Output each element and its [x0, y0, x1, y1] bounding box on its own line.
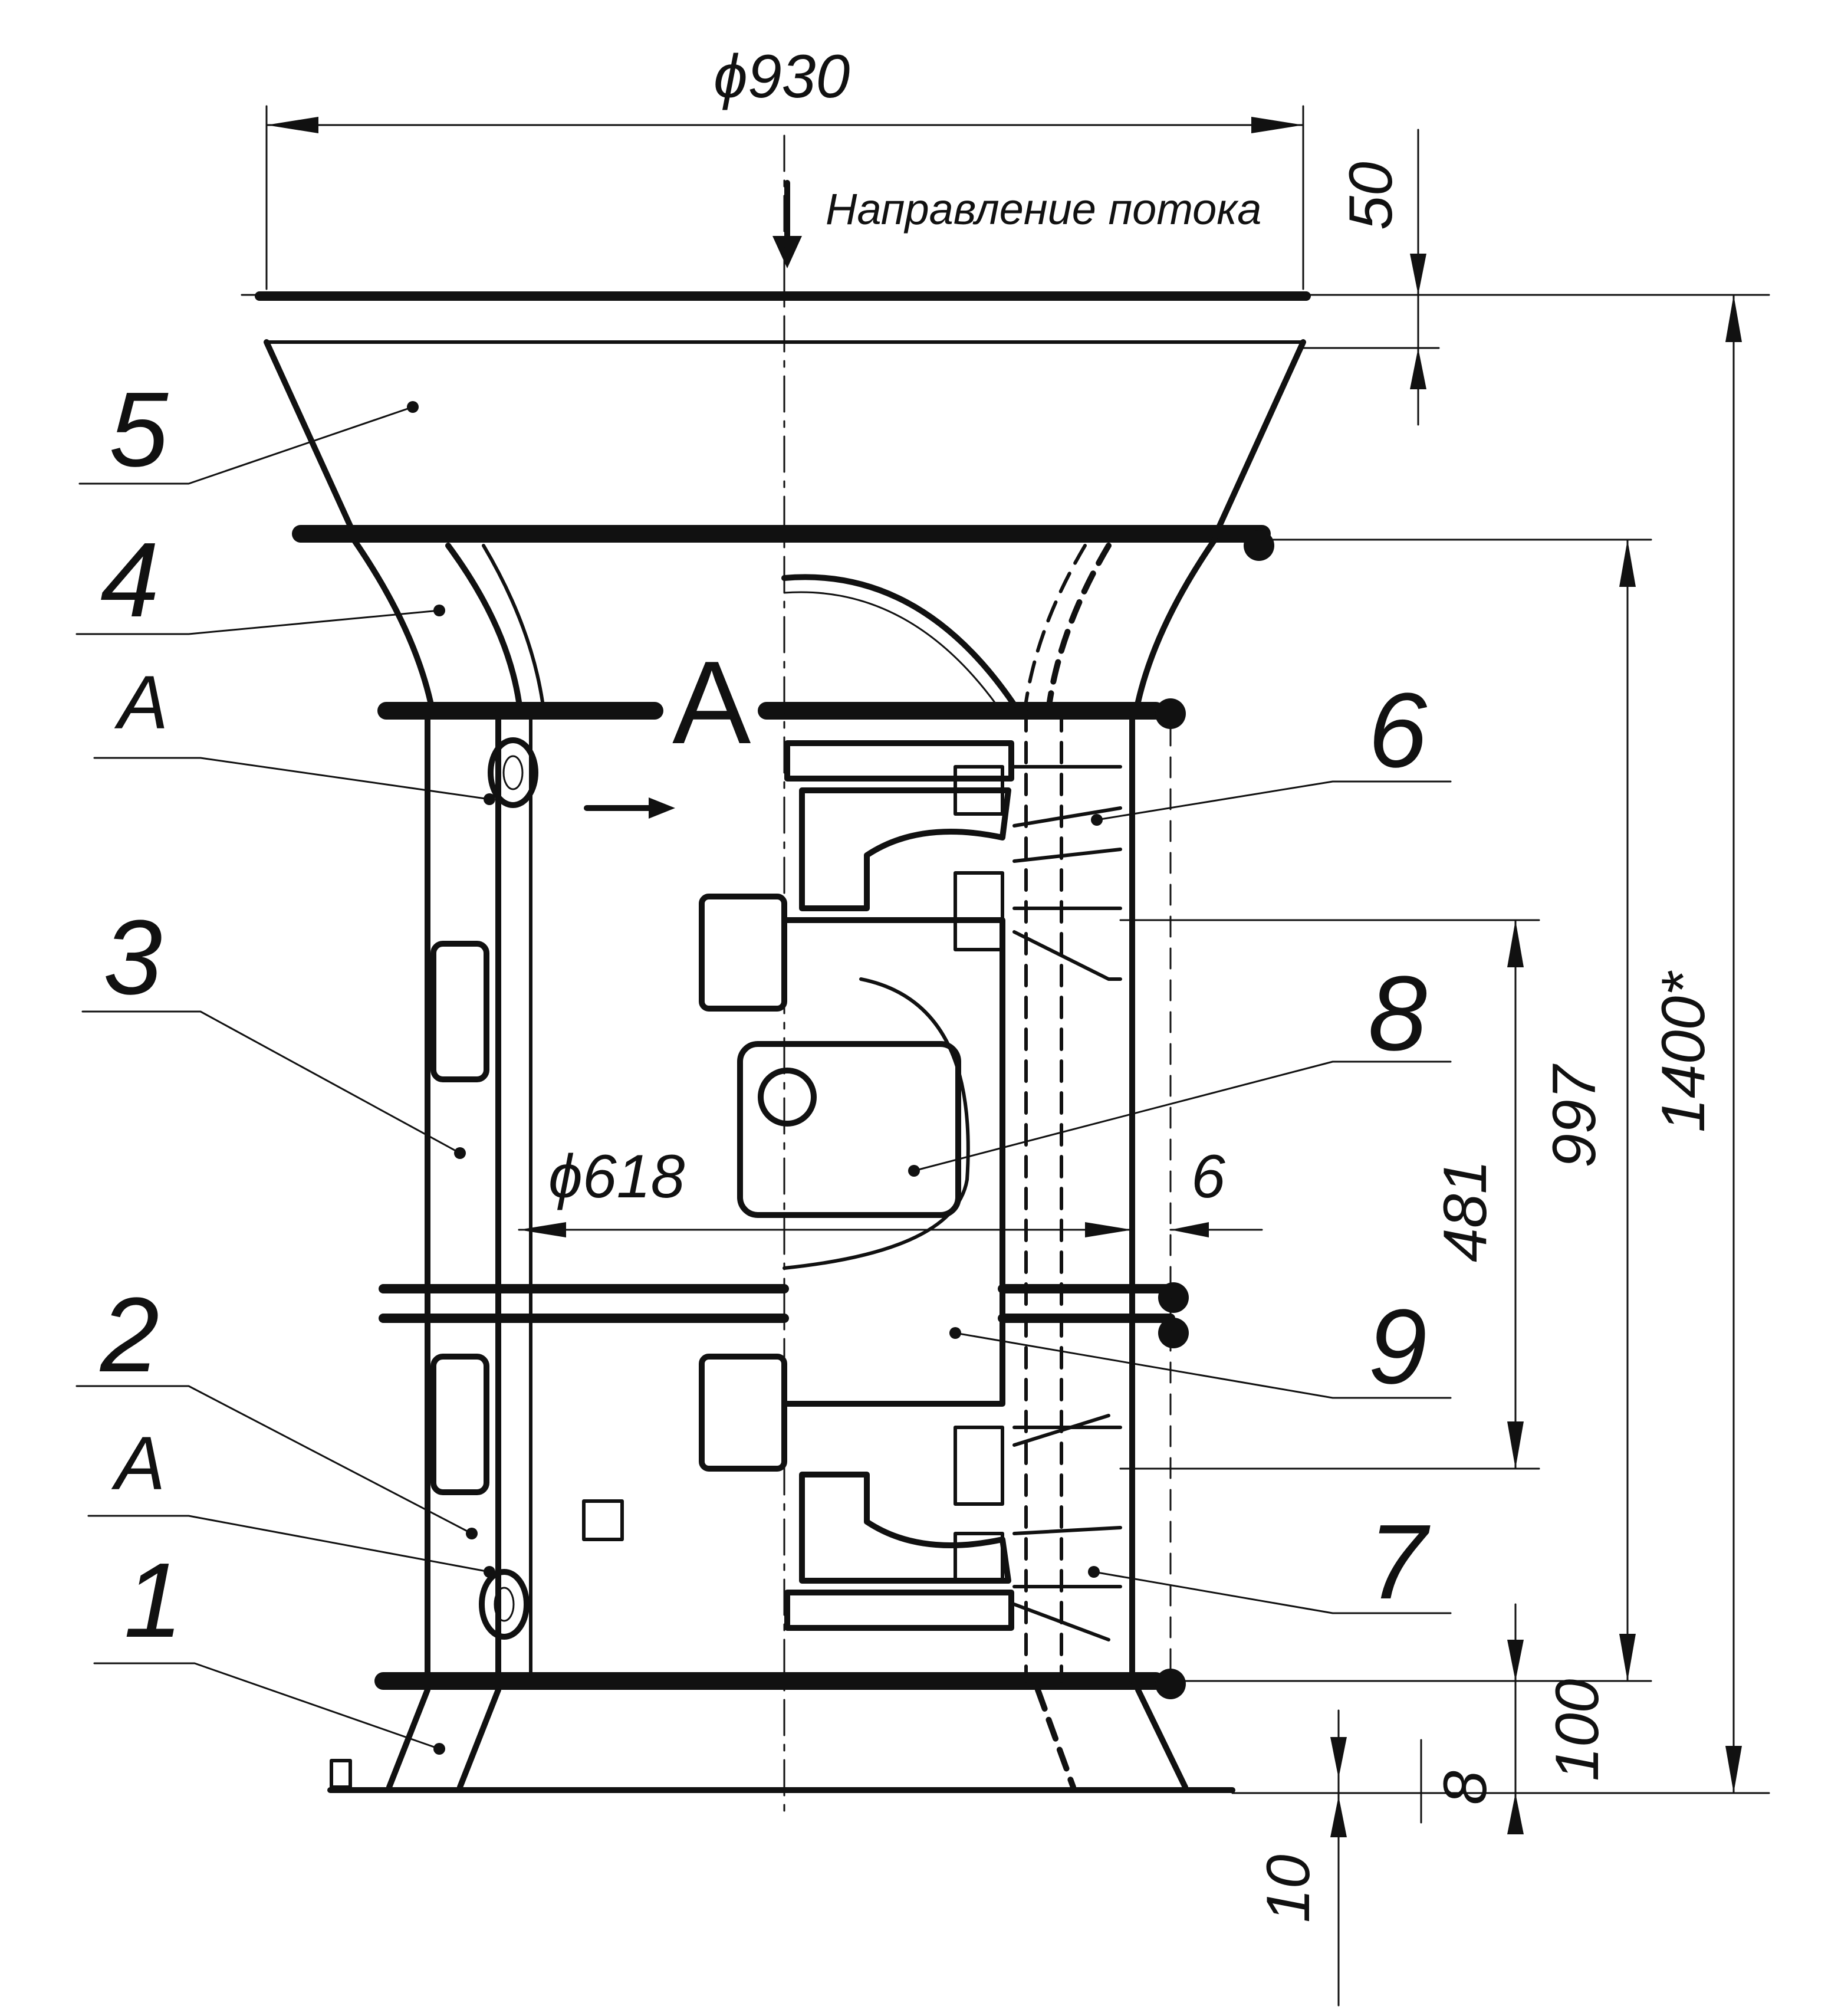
part-1-label: 1: [124, 1541, 183, 1660]
dimension-481: 481: [1119, 919, 1540, 1470]
part-5-cone: [264, 339, 1306, 537]
top-flange: [241, 291, 1311, 344]
dim-8-label: 8: [1431, 1771, 1500, 1805]
dim-50-label: 50: [1337, 162, 1405, 230]
section-mark-a: A: [672, 637, 751, 769]
dimension-inner-diameter: ϕ618 6: [518, 1142, 1263, 1237]
flow-direction-indicator: Направление потока: [772, 180, 1261, 268]
part-5-label: 5: [109, 370, 169, 489]
part-1-base: [327, 1687, 1235, 1793]
dimension-997: 997: [1169, 539, 1652, 1682]
dimension-8: 8: [1420, 1739, 1500, 1824]
part-2-label: 2: [99, 1276, 159, 1394]
dimension-outer-diameter: ϕ930: [265, 42, 1304, 290]
dim-481-label: 481: [1431, 1160, 1500, 1262]
dimension-100: 100: [1507, 1603, 1612, 1834]
flange-4-3: A: [377, 637, 1186, 769]
inner-diameter-label: ϕ618: [548, 1142, 685, 1211]
outer-diameter-label: ϕ930: [714, 42, 850, 111]
part-8-label: 8: [1368, 954, 1427, 1073]
a-lower-label: A: [111, 1421, 165, 1506]
dimension-10: 10: [1254, 1709, 1347, 2007]
flow-direction-note: Направление потока: [826, 185, 1261, 234]
housing-right: [699, 574, 1172, 1684]
part-9-label: 9: [1368, 1288, 1427, 1406]
part-4-collector: [351, 537, 1218, 705]
part-labels: 5 4 A 3 2 A 1 6 8 9: [75, 370, 1452, 1755]
dim-997-label: 997: [1540, 1063, 1609, 1168]
middle-flange: [379, 1282, 1189, 1348]
dim-1400-label: 1400*: [1649, 970, 1718, 1132]
part-6-label: 6: [1368, 671, 1428, 790]
dimension-1400: 1400*: [1231, 294, 1770, 1794]
a-upper-label: A: [114, 661, 168, 745]
part-4-label: 4: [100, 521, 159, 639]
bottom-flange: [374, 1669, 1186, 1699]
dim-6-label: 6: [1191, 1142, 1225, 1211]
dim-10-label: 10: [1254, 1854, 1323, 1923]
housing-left: [425, 708, 675, 1684]
flow-arrow-icon: [772, 236, 802, 268]
dim-100-label: 100: [1543, 1679, 1612, 1781]
part-3-label: 3: [103, 898, 162, 1017]
part-7-label: 7: [1368, 1503, 1431, 1621]
bolt-icon: [1244, 530, 1274, 561]
dimension-50: 50: [1302, 129, 1440, 426]
